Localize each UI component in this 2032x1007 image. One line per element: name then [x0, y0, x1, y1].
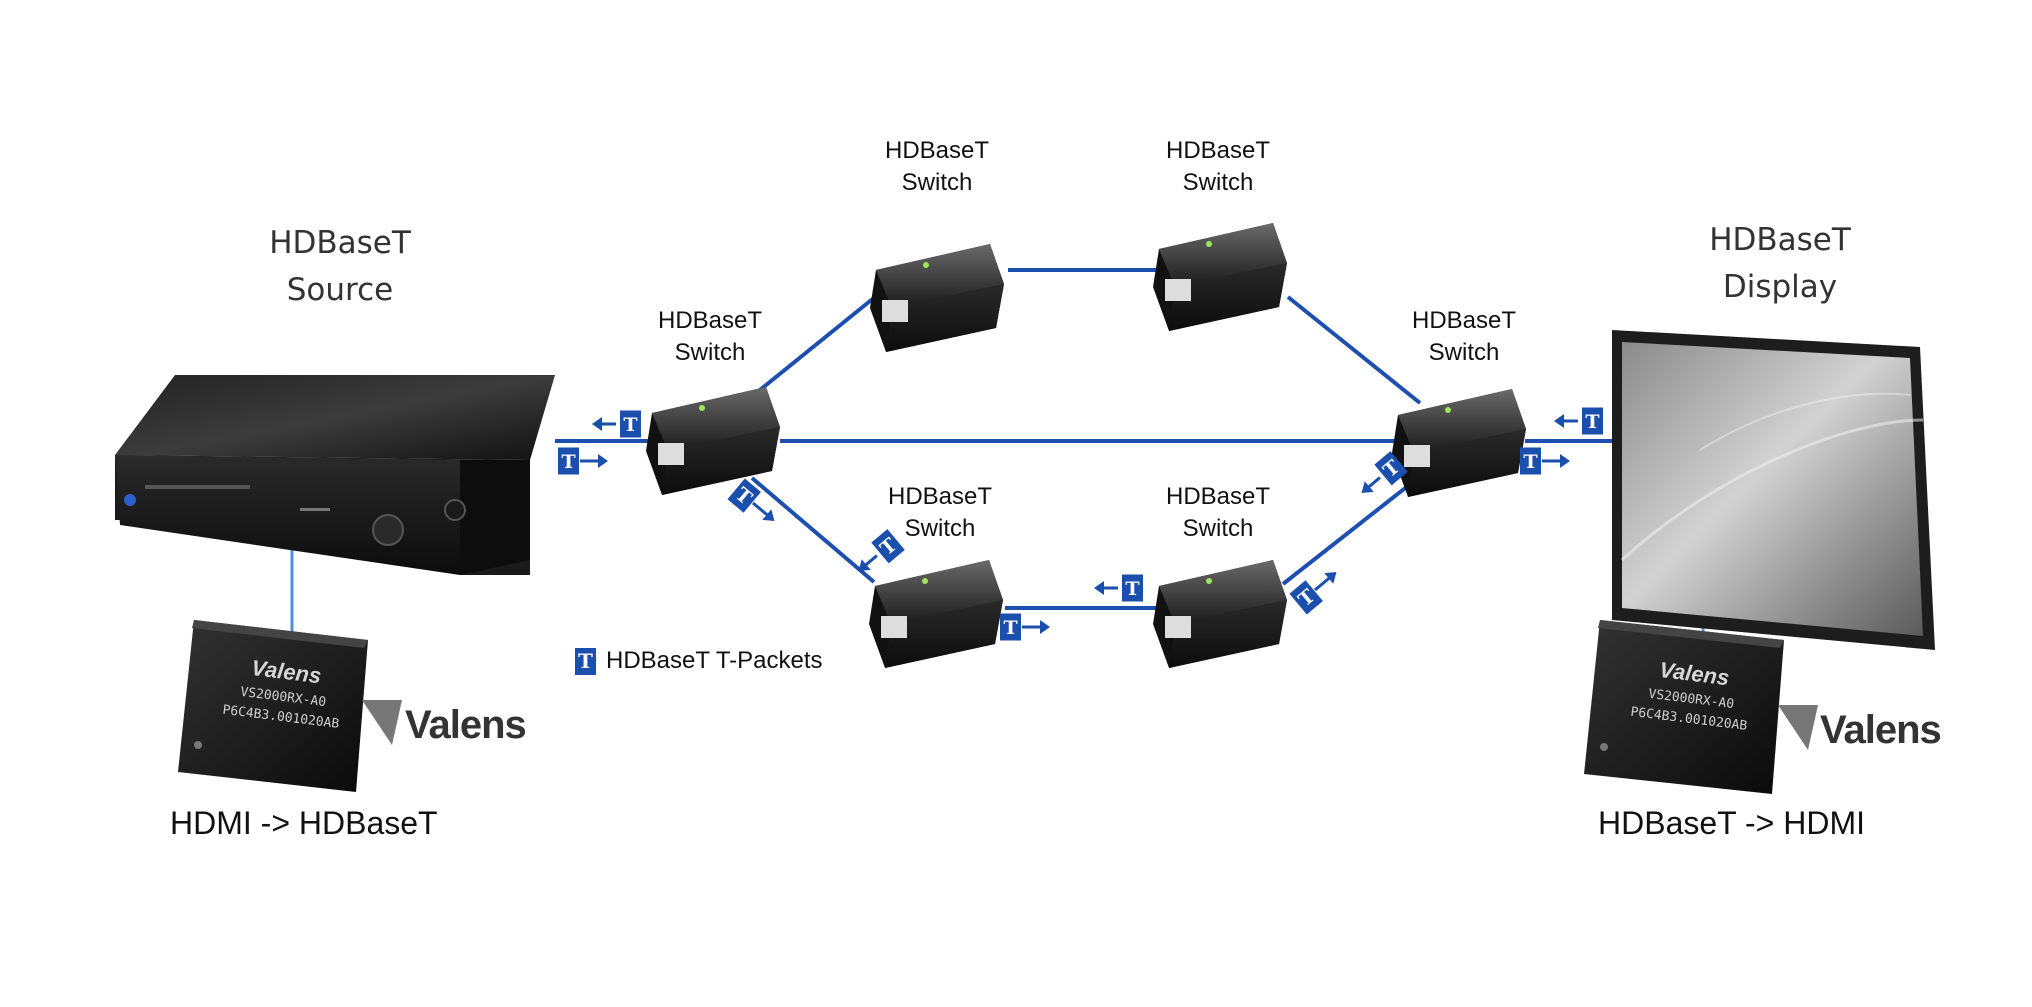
switch-sw4-line1: HDBaseT	[887, 483, 993, 510]
switch-sw4-device	[869, 560, 1003, 668]
pkt-sw5-sw6-out: T	[1289, 572, 1337, 615]
switch-sw1-line1: HDBaseT	[657, 307, 763, 334]
pkt-sw4-sw5-out-glyph: T	[1003, 617, 1017, 639]
display-title-line2: Display	[1722, 268, 1838, 305]
legend-text: HDBaseT T-Packets	[606, 647, 823, 674]
switch-sw6-label: HDBaseT Switch	[1364, 305, 1564, 370]
pkt-sw5-in-glyph: T	[1125, 578, 1139, 600]
pkt-sw4-in: T	[858, 529, 905, 571]
switch-sw3-device	[1153, 223, 1287, 331]
display-caption: HDBaseT -> HDMI	[1598, 805, 1866, 841]
link-sw5-sw6	[1281, 476, 1420, 586]
pkt-source-in: T	[592, 410, 641, 438]
display-title: HDBaseT Display	[1650, 217, 1910, 310]
pkt-source-out: T	[558, 447, 608, 475]
switch-sw2-line1: HDBaseT	[884, 137, 990, 164]
pkt-display-in-glyph: T	[1585, 411, 1599, 433]
switch-sw4-line2: Switch	[904, 515, 976, 543]
switch-sw1-label: HDBaseT Switch	[610, 305, 810, 370]
switch-sw2-label: HDBaseT Switch	[837, 135, 1037, 200]
switch-sw3-line1: HDBaseT	[1165, 137, 1271, 164]
switch-sw1-device	[646, 387, 780, 495]
pkt-source-in-glyph: T	[623, 414, 637, 436]
pkt-source-out-glyph: T	[561, 451, 575, 473]
source-chip	[178, 620, 368, 792]
pkt-sw4-sw5-out: T	[1000, 613, 1050, 641]
legend: T HDBaseT T-Packets	[575, 645, 823, 677]
pkt-display-out: T	[1520, 447, 1570, 475]
pkt-display-in: T	[1554, 407, 1603, 435]
switch-sw3-line2: Switch	[1182, 169, 1254, 197]
switch-sw2-device	[870, 244, 1004, 352]
links	[555, 268, 1615, 610]
source-caption: HDMI -> HDBaseT	[170, 805, 438, 841]
display-logo-mark	[1778, 705, 1818, 750]
pkt-display-out-glyph: T	[1523, 451, 1537, 473]
switch-sw5-label: HDBaseT Switch	[1118, 481, 1318, 546]
switch-sw2-line2: Switch	[901, 169, 973, 197]
packet-legend-icon: T	[575, 647, 596, 675]
display-chip	[1584, 620, 1784, 794]
switch-sw5-device	[1153, 560, 1287, 668]
switch-sw6-line1: HDBaseT	[1411, 307, 1517, 334]
pkt-sw1-sw4-out: T	[727, 478, 775, 521]
source-valens-logo: Valens	[405, 703, 527, 747]
switch-sw5-line2: Switch	[1182, 515, 1254, 543]
switch-sw3-label: HDBaseT Switch	[1118, 135, 1318, 200]
link-sw1-sw4	[750, 476, 876, 584]
source-title-line1: HDBaseT	[269, 225, 411, 261]
source-title-line2: Source	[286, 271, 394, 308]
switch-sw6-line2: Switch	[1428, 339, 1500, 367]
display-title-line1: HDBaseT	[1709, 222, 1851, 258]
source-device	[115, 375, 555, 575]
switch-sw1-line2: Switch	[674, 339, 746, 367]
link-sw3-sw6	[1286, 295, 1422, 405]
switch-sw6-device	[1392, 389, 1526, 497]
pkt-sw5-in: T	[1094, 574, 1143, 602]
switch-sw5-line1: HDBaseT	[1165, 483, 1271, 510]
source-logo-mark	[362, 700, 402, 745]
switch-sw4-label: HDBaseT Switch	[840, 481, 1040, 546]
link-sw1-sw2	[748, 295, 877, 400]
display-monitor	[1612, 330, 1935, 650]
source-title: HDBaseT Source	[210, 220, 470, 313]
display-valens-logo: Valens	[1820, 708, 1942, 752]
